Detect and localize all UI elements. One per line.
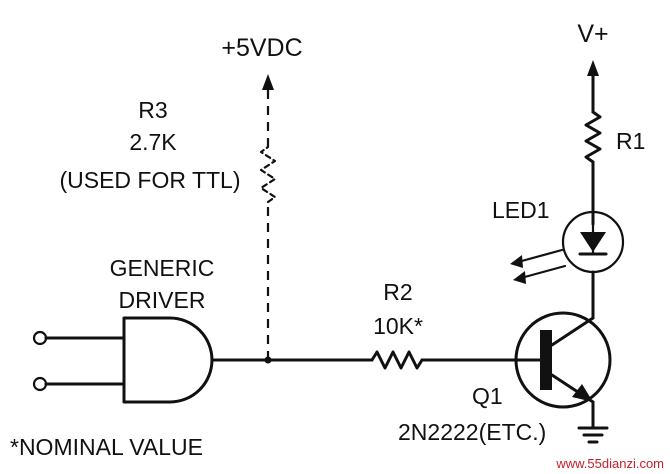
light-ray-2 bbox=[519, 264, 567, 280]
input-terminal-a bbox=[32, 330, 48, 346]
light-ray-2-head bbox=[513, 271, 526, 284]
label-q1-name: Q1 bbox=[472, 383, 503, 409]
label-vplus: V+ bbox=[577, 20, 608, 48]
light-ray-1 bbox=[516, 248, 564, 264]
resistor-r2-symbol bbox=[370, 350, 424, 370]
transistor-q1-symbol bbox=[514, 311, 612, 409]
label-r1-name: R1 bbox=[616, 128, 645, 154]
label-driver-line2: DRIVER bbox=[119, 287, 206, 313]
watermark-text: www.55dianzi.com bbox=[555, 456, 664, 471]
label-footnote: *NOMINAL VALUE bbox=[10, 434, 203, 460]
input-terminals bbox=[32, 330, 126, 392]
label-led1-name: LED1 bbox=[492, 197, 550, 223]
light-ray-1-head bbox=[510, 255, 523, 268]
q1-collector bbox=[550, 316, 595, 347]
resistor-r3-symbol bbox=[259, 145, 277, 204]
input-terminal-b bbox=[32, 376, 48, 392]
label-driver-line1: GENERIC bbox=[110, 255, 215, 281]
arrow-up-5v-icon bbox=[262, 74, 274, 90]
label-r3-value: 2.7K bbox=[129, 129, 177, 155]
label-r2-value: 10K* bbox=[373, 313, 423, 339]
q1-base-bar bbox=[540, 330, 552, 390]
label-q1-part: 2N2222(ETC.) bbox=[398, 419, 546, 445]
q1-envelope bbox=[514, 311, 612, 409]
label-supply-5v: +5VDC bbox=[221, 34, 302, 62]
driver-gate-symbol bbox=[122, 316, 214, 404]
label-r2-name: R2 bbox=[383, 279, 412, 305]
arrow-up-vplus-icon bbox=[587, 60, 599, 76]
ground-icon bbox=[577, 426, 609, 444]
light-emission-icon bbox=[510, 248, 567, 284]
label-r3-name: R3 bbox=[138, 97, 167, 123]
q1-emitter-arrow bbox=[572, 384, 593, 402]
resistor-r1-symbol bbox=[584, 110, 602, 164]
r3-pullup-optional bbox=[259, 74, 277, 360]
label-r3-note: (USED FOR TTL) bbox=[59, 167, 240, 193]
